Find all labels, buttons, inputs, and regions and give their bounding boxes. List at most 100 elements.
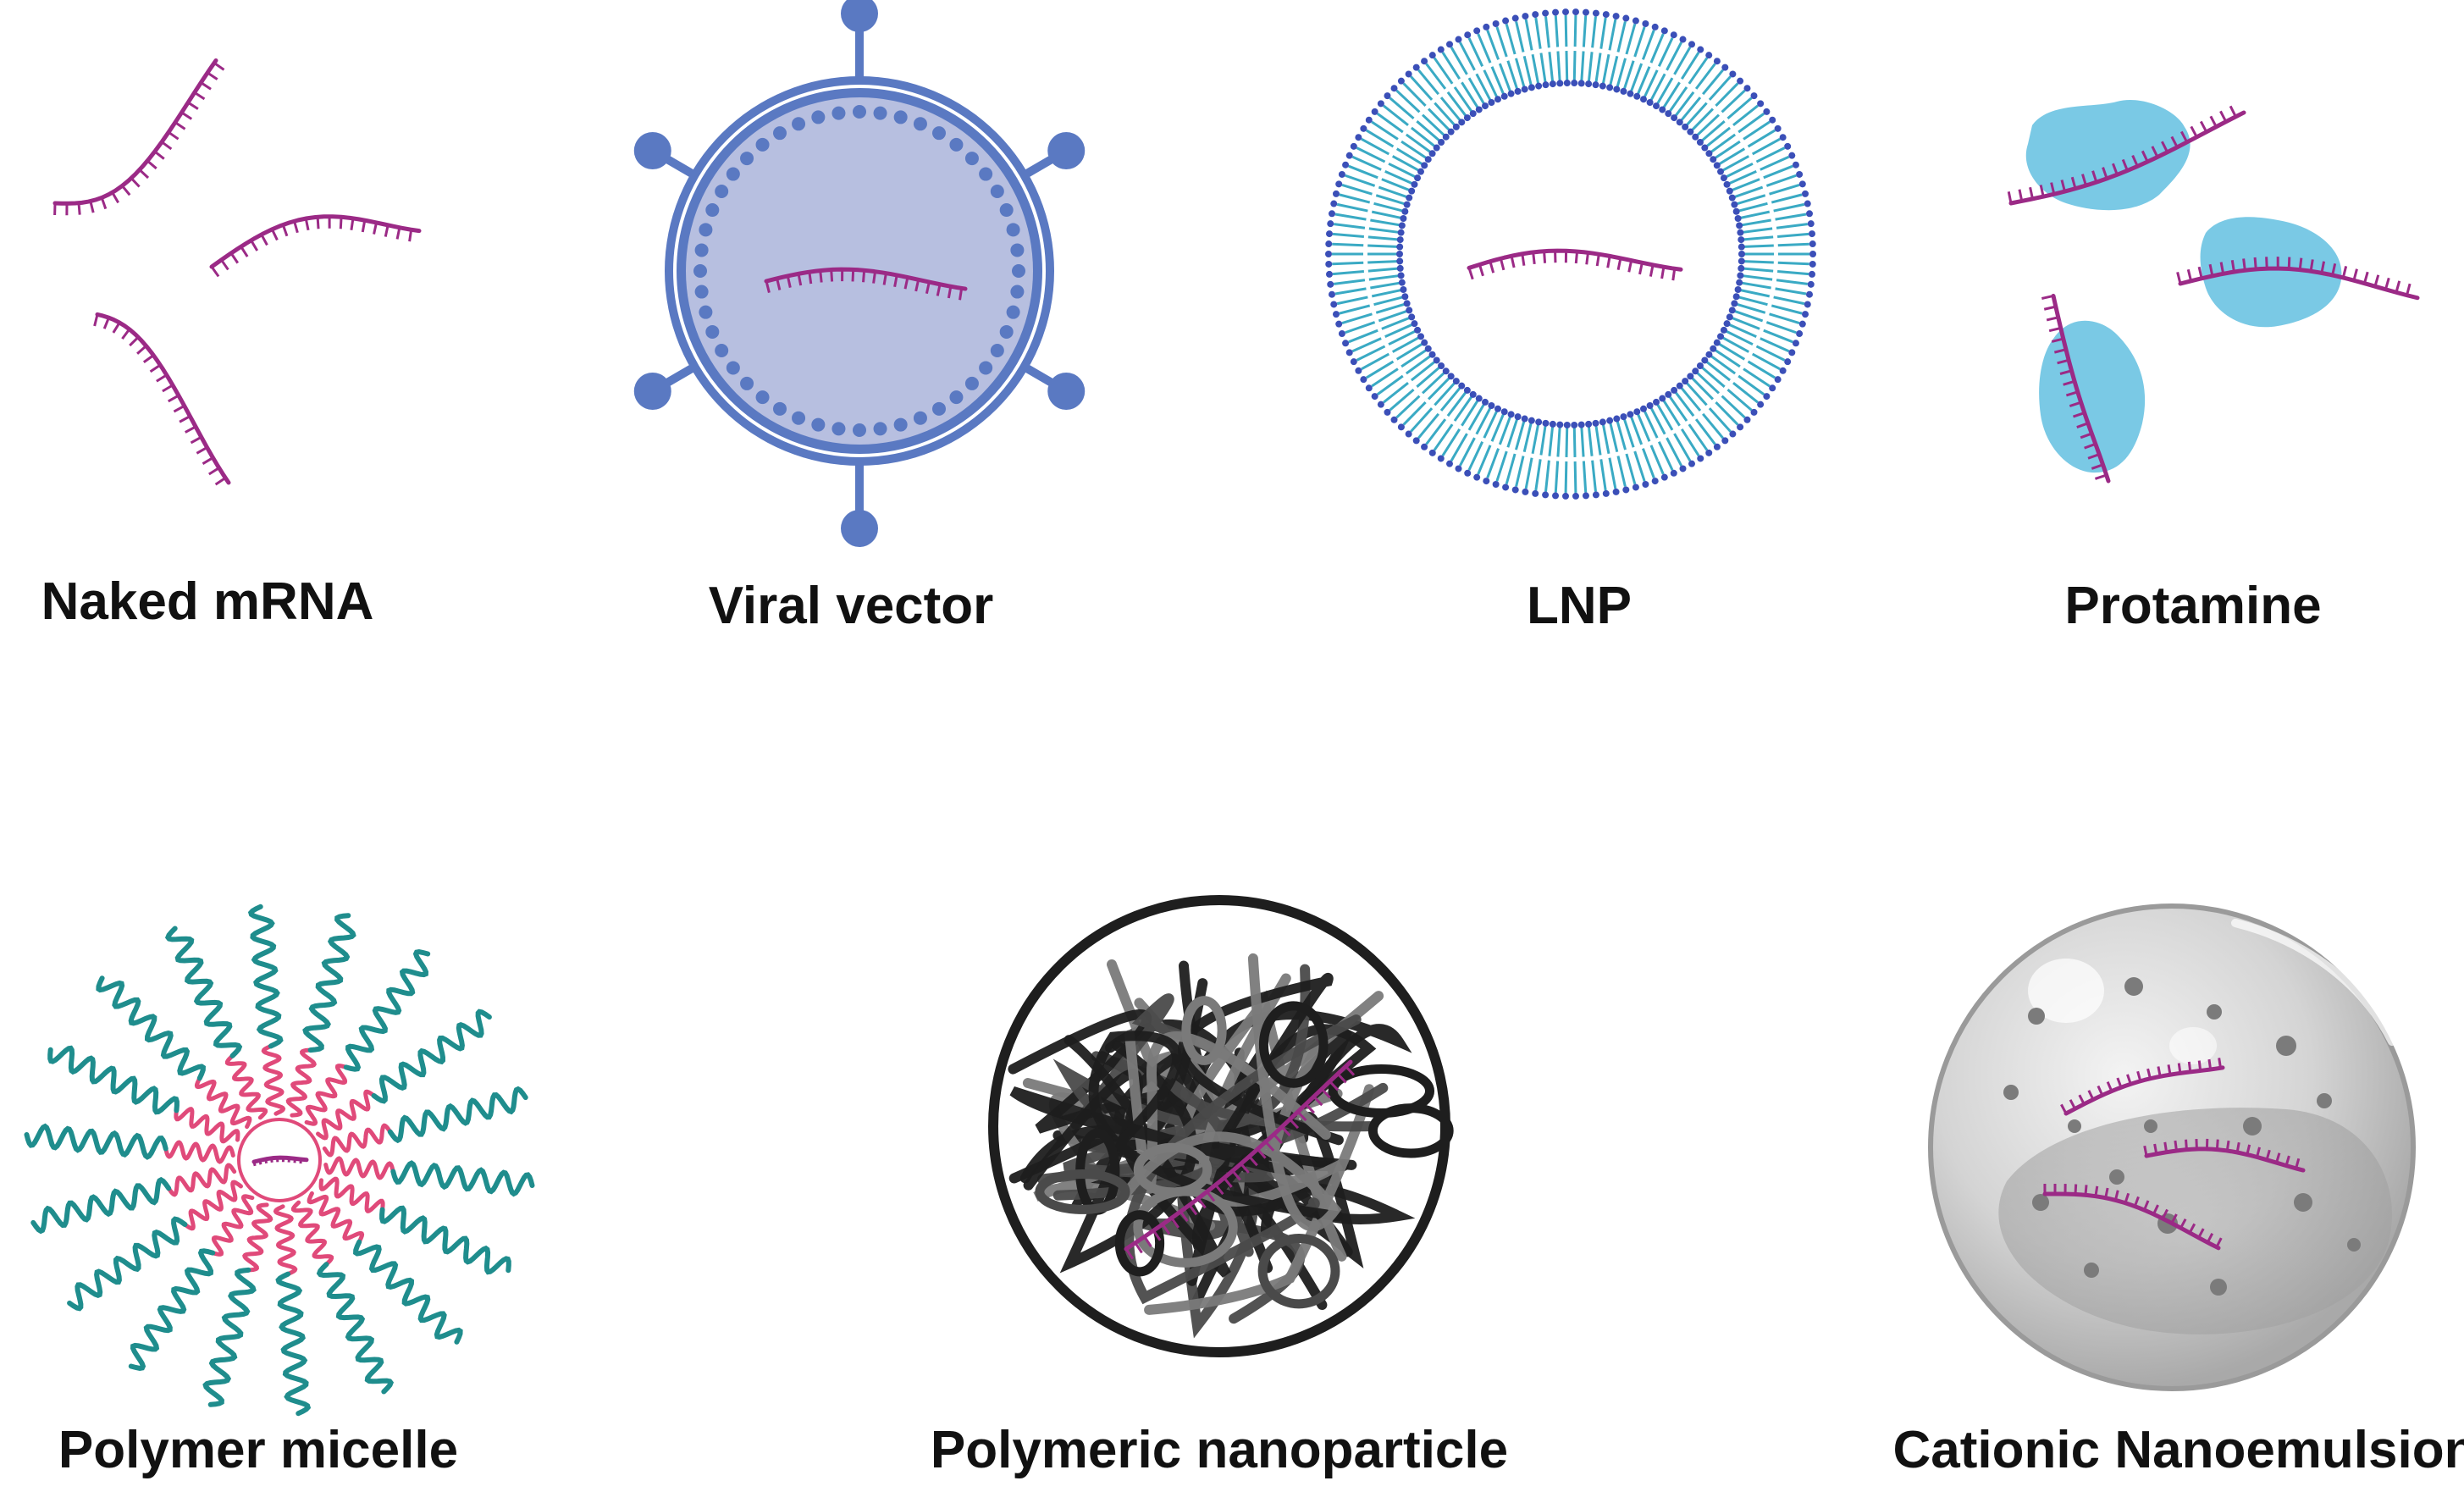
lipid-head	[1763, 393, 1771, 401]
lipid-tail	[1656, 77, 1674, 105]
polymer-loop	[1035, 1169, 1130, 1214]
lipid-head	[1438, 139, 1445, 146]
lipid-head	[1414, 326, 1422, 334]
cationic-droplet	[2124, 977, 2143, 996]
lipid-tail	[1453, 86, 1473, 113]
lipid-head	[1452, 123, 1460, 130]
lipid-head	[1738, 236, 1745, 244]
lipid-head	[1660, 473, 1668, 481]
lipid-tail	[1740, 210, 1771, 219]
lipid-head	[1384, 92, 1391, 100]
lipid-tail	[1467, 441, 1484, 471]
lipid-head	[1350, 358, 1357, 366]
lipid-tail	[1666, 41, 1682, 71]
lipid-head	[1405, 430, 1412, 438]
lipid-tail	[1339, 304, 1371, 315]
lipid-head	[1528, 84, 1535, 91]
hydrophobic-block	[210, 1194, 255, 1257]
lipid-tail	[1332, 232, 1364, 238]
lipid-head	[1802, 190, 1809, 197]
lipid-head	[1613, 415, 1621, 423]
lipid-head	[1784, 358, 1792, 366]
polymer-loop	[1181, 996, 1227, 1065]
lipid-tail	[1718, 342, 1746, 361]
lipid-tail	[1599, 17, 1607, 49]
lipid-tail	[1498, 63, 1511, 92]
lipid-tail	[1384, 323, 1413, 338]
lipid-tail	[1383, 104, 1409, 126]
lipid-head	[1633, 92, 1641, 100]
cationic-droplet	[2084, 1263, 2099, 1278]
lipid-head	[1606, 84, 1614, 91]
protamine-blob	[2025, 100, 2191, 211]
lipid-head	[1692, 367, 1699, 375]
lipid-head	[1701, 144, 1709, 152]
lipid-head	[1798, 180, 1806, 188]
lipid-head	[1365, 116, 1373, 124]
lipid-head	[1713, 443, 1721, 450]
polymer-chain	[1122, 953, 1342, 1232]
lipid-tail	[1765, 321, 1797, 334]
lipid-head	[1738, 251, 1745, 257]
lipid-tail	[1696, 113, 1720, 136]
lipid-head	[1398, 279, 1406, 286]
lipid-head	[1665, 390, 1672, 398]
lipid-head	[1542, 491, 1550, 499]
lipid-tail	[1336, 202, 1368, 213]
lipid-head	[1585, 80, 1593, 88]
lipid-head	[1507, 90, 1515, 97]
lipid-tail	[1738, 296, 1768, 307]
lipid-tail	[1425, 418, 1447, 445]
lipid-head	[1757, 401, 1765, 408]
lipid-tail	[1388, 162, 1417, 179]
lipid-head	[1502, 17, 1510, 25]
lipid-head	[1483, 23, 1490, 30]
lipid-tail	[1771, 304, 1803, 315]
lipid-head	[1682, 378, 1689, 385]
lipid-head	[1475, 106, 1483, 113]
lipid-tail	[1622, 418, 1635, 448]
capsid-dot	[873, 422, 887, 436]
capsid-dot	[893, 417, 908, 432]
capsid-dot	[913, 411, 927, 425]
lipid-head	[1769, 384, 1776, 392]
lipid-head	[1599, 82, 1606, 90]
lipid-tail	[1422, 372, 1445, 395]
hydrophobic-block	[242, 1202, 273, 1273]
lipid-head	[1670, 31, 1677, 39]
lipid-head	[1421, 58, 1428, 65]
hydrophobic-block	[290, 1200, 334, 1267]
lipid-head	[1384, 408, 1391, 416]
lipid-head	[1542, 419, 1550, 427]
capsid-dot	[853, 423, 866, 437]
lipid-tail	[1441, 428, 1461, 456]
lipid-head	[1397, 229, 1405, 236]
lipid-head	[1688, 460, 1695, 467]
lipid-head	[1577, 421, 1585, 428]
hydrophobic-block	[316, 1089, 377, 1141]
lipid-head	[1411, 320, 1418, 328]
capsid-dot	[715, 344, 729, 357]
lipid-head	[1659, 106, 1666, 113]
cationic-droplet	[2210, 1279, 2227, 1296]
lipid-head	[1464, 31, 1472, 39]
lipid-tail	[1776, 279, 1808, 285]
lipid-head	[1582, 8, 1589, 16]
lipid-head	[1400, 215, 1407, 223]
lipid-head	[1620, 87, 1627, 95]
lipid-tail	[1741, 281, 1771, 290]
mrna-strand	[2176, 257, 2420, 301]
lipid-head	[1562, 492, 1570, 500]
lipid-head	[1447, 128, 1455, 135]
lipid-head	[1671, 114, 1678, 122]
hydrophilic-block	[343, 949, 431, 1072]
lipid-tail	[1599, 459, 1607, 491]
lipid-tail	[1341, 184, 1373, 196]
cationic-droplet	[2032, 1194, 2049, 1211]
lipid-head	[1682, 123, 1689, 130]
lipid-tail	[1775, 287, 1807, 296]
lipid-head	[1549, 80, 1556, 88]
lipid-tail	[1332, 270, 1364, 276]
lipid-head	[1732, 293, 1740, 301]
mrna-strand	[2007, 105, 2246, 206]
